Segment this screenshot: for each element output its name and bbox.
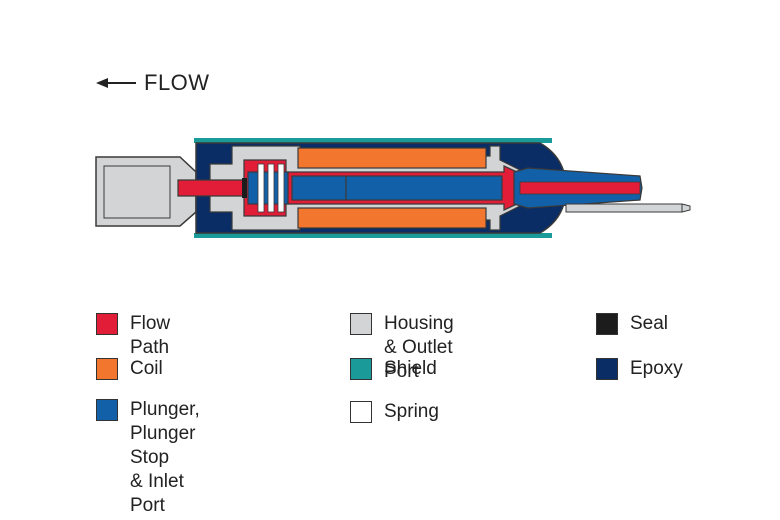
shield-top (194, 138, 552, 143)
coil-top (297, 147, 487, 169)
legend-item: Plunger, Plunger Stop & Inlet Port (96, 398, 200, 518)
housing-swatch (350, 313, 372, 335)
plunger-long (345, 175, 503, 201)
electrical-pin (565, 203, 683, 213)
legend-label: Epoxy (630, 358, 683, 379)
legend-item: Seal (596, 312, 668, 336)
legend-label: Housing & Outlet Port (384, 313, 454, 382)
flow-text: FLOW (144, 70, 210, 95)
legend-label: Seal (630, 313, 669, 334)
seal-swatch (596, 313, 618, 335)
epoxy-swatch (596, 358, 618, 380)
legend-label: Plunger, Plunger Stop & Inlet Port (130, 399, 200, 516)
pin-tip (681, 203, 691, 213)
outlet-port-inner (103, 165, 171, 219)
legend-label: Shield (384, 358, 437, 379)
legend-label: Coil (130, 358, 163, 379)
inlet-flow-inner (519, 181, 641, 195)
flow-direction-label: FLOW (96, 70, 210, 96)
flow-path-swatch (96, 313, 118, 335)
legend-item: Spring (350, 400, 439, 424)
legend-label: Spring (384, 401, 439, 422)
legend-item: Flow Path (96, 312, 170, 360)
plunger-swatch (96, 399, 118, 421)
legend-item: Housing & Outlet Port (350, 312, 454, 384)
legend-item: Coil (96, 357, 163, 381)
arrow-left-icon (96, 78, 136, 88)
coil-swatch (96, 358, 118, 380)
spring (257, 163, 285, 213)
coil-bottom (297, 207, 487, 229)
spring-swatch (350, 401, 372, 423)
shield-bottom (194, 233, 552, 238)
shield-swatch (350, 358, 372, 380)
plunger (291, 175, 347, 201)
valve-cross-section (95, 138, 691, 238)
seal (242, 178, 247, 198)
legend-label: Flow Path (130, 313, 171, 358)
legend-item: Shield (350, 357, 437, 381)
legend-item: Epoxy (596, 357, 683, 381)
